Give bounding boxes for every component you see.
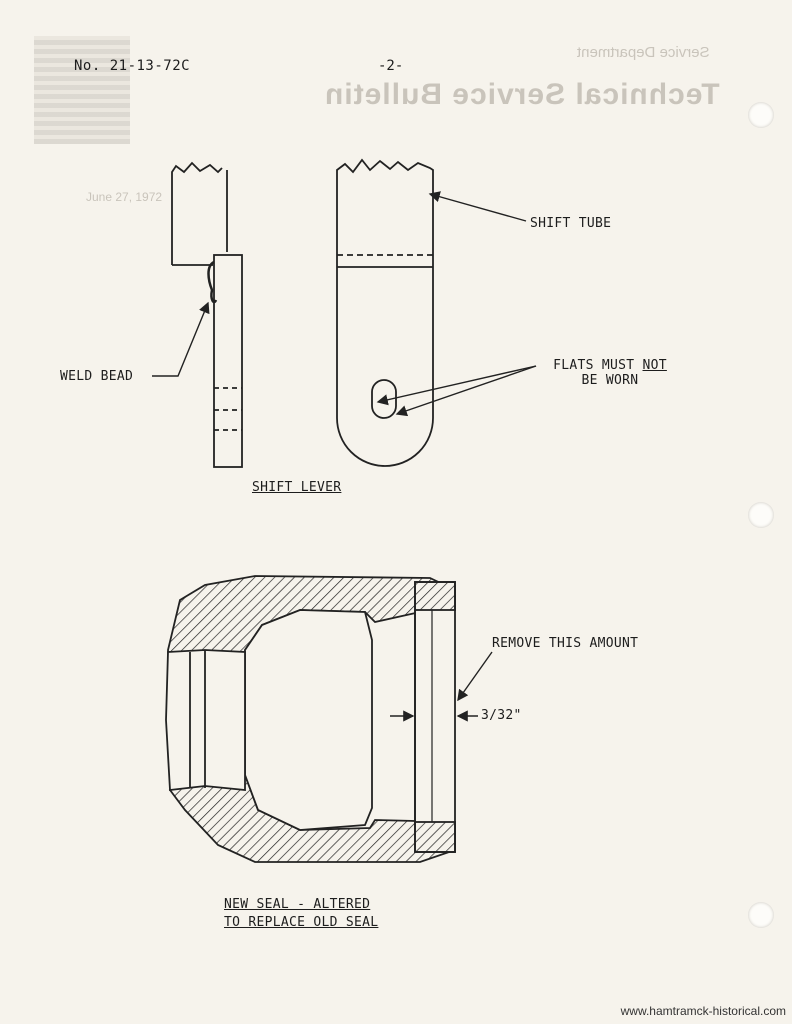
label-flats-prefix: FLATS MUST xyxy=(553,358,643,373)
label-shift-lever: SHIFT LEVER xyxy=(252,480,342,495)
label-flats: FLATS MUST NOT BE WORN xyxy=(540,358,680,388)
label-new-seal-line2: TO REPLACE OLD SEAL xyxy=(224,915,379,930)
label-dimension: 3/32" xyxy=(481,708,522,723)
binder-hole-bottom xyxy=(748,902,774,928)
bulletin-number: No. 21-13-72C xyxy=(74,58,191,74)
shift-lever-drawing xyxy=(171,161,243,468)
chrysler-logo-ghost xyxy=(34,36,130,144)
seal-drawing xyxy=(165,575,493,863)
shift-tube-drawing xyxy=(336,158,434,467)
label-flats-line2: BE WORN xyxy=(581,373,639,388)
label-flats-not: NOT xyxy=(642,358,667,373)
source-url: www.hamtramck-historical.com xyxy=(620,1004,786,1018)
label-new-seal-line1: NEW SEAL - ALTERED xyxy=(224,897,371,912)
label-remove-amount: REMOVE THIS AMOUNT xyxy=(492,636,639,651)
label-weld-bead: WELD BEAD xyxy=(60,369,134,384)
label-new-seal: NEW SEAL - ALTERED TO REPLACE OLD SEAL xyxy=(224,896,378,932)
label-shift-tube: SHIFT TUBE xyxy=(530,216,612,231)
ghost-date: June 27, 1972 xyxy=(86,190,163,204)
binder-hole-middle xyxy=(748,502,774,528)
binder-hole-top xyxy=(748,102,774,128)
page-number: -2- xyxy=(378,58,404,74)
